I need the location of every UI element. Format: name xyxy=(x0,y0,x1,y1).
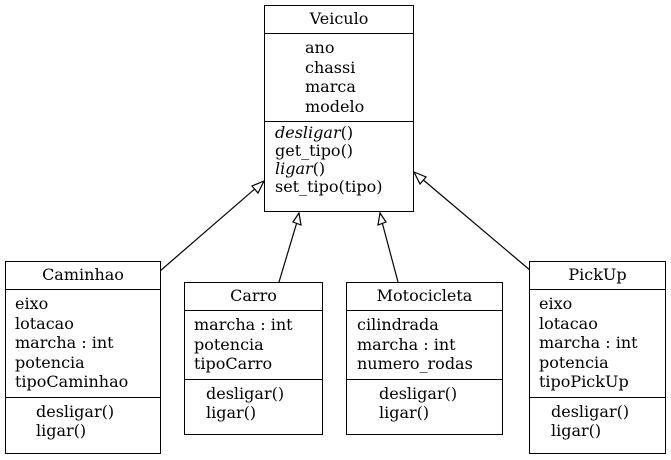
method: ligar() xyxy=(206,403,257,422)
attribute: tipoCaminhao xyxy=(15,372,129,391)
method-name: desligar xyxy=(275,123,341,142)
method: desligar() xyxy=(36,401,115,421)
method: ligar() xyxy=(36,421,87,440)
edge-pickup-veiculo xyxy=(420,177,532,272)
method: desligar() xyxy=(551,401,630,421)
methods-section: desligar() get_tipo() ligar() set_tipo(t… xyxy=(265,121,413,201)
class-veiculo[interactable]: Veiculo ano chassi marca modelo desligar… xyxy=(264,5,414,212)
method-name: set_tipo xyxy=(275,177,339,196)
attribute: eixo xyxy=(539,294,573,313)
attributes-section: ano chassi marca modelo xyxy=(265,34,413,121)
attribute: marcha : int xyxy=(357,334,456,354)
methods-section: desligar() ligar() xyxy=(185,378,322,428)
method-name: ligar xyxy=(275,159,313,178)
attribute: eixo xyxy=(15,294,49,313)
methods-section: desligar() ligar() xyxy=(6,396,160,446)
class-name: Motocicleta xyxy=(347,283,502,311)
method: set_tipo(tipo) xyxy=(275,178,405,196)
attribute: marcha : int xyxy=(194,315,293,334)
method: desligar() xyxy=(206,383,285,403)
method: desligar() xyxy=(275,124,405,142)
attribute: marca xyxy=(305,77,356,96)
edge-motocicleta-veiculo xyxy=(381,221,399,283)
method: ligar() xyxy=(551,421,602,440)
class-name: Caminhao xyxy=(6,262,160,290)
method: desligar() xyxy=(379,383,458,403)
attribute: marcha : int xyxy=(15,333,114,352)
attribute: potencia xyxy=(15,352,85,372)
attribute: ano xyxy=(305,38,335,57)
method-name: get_tipo xyxy=(275,141,341,160)
class-name: Carro xyxy=(185,283,322,311)
method-params: (tipo) xyxy=(338,177,383,196)
attribute: numero_rodas xyxy=(357,354,473,373)
class-name: Veiculo xyxy=(265,6,413,34)
attribute: potencia xyxy=(539,352,609,372)
arrowhead-motocicleta xyxy=(377,211,387,226)
attribute: tipoPickUp xyxy=(539,372,629,391)
method: ligar() xyxy=(379,403,430,422)
class-motocicleta[interactable]: Motocicleta cilindrada marcha : int nume… xyxy=(346,282,503,435)
attribute: potencia xyxy=(194,334,264,354)
method: get_tipo() xyxy=(275,142,405,160)
arrowhead-pickup xyxy=(412,170,427,186)
method: ligar() xyxy=(275,160,405,178)
attributes-section: cilindrada marcha : int numero_rodas xyxy=(347,311,502,379)
attribute: lotacao xyxy=(539,313,598,333)
attributes-section: eixo lotacao marcha : int potencia tipoP… xyxy=(530,290,665,397)
attribute: chassi xyxy=(305,57,356,77)
attribute: marcha : int xyxy=(539,333,638,352)
method-params: () xyxy=(340,123,354,142)
attribute: tipoCarro xyxy=(194,354,273,373)
arrowhead-caminhao xyxy=(251,179,266,195)
class-caminhao[interactable]: Caminhao eixo lotacao marcha : int poten… xyxy=(5,261,161,454)
attribute: modelo xyxy=(305,96,365,116)
arrowhead-carro xyxy=(292,211,302,226)
edge-carro-veiculo xyxy=(278,221,298,283)
methods-section: desligar() ligar() xyxy=(530,396,665,446)
attributes-section: eixo lotacao marcha : int potencia tipoC… xyxy=(6,290,160,397)
class-carro[interactable]: Carro marcha : int potencia tipoCarro de… xyxy=(184,282,323,435)
attribute: cilindrada xyxy=(357,315,439,334)
class-name: PickUp xyxy=(530,262,665,290)
attribute: lotacao xyxy=(15,313,74,333)
class-pickup[interactable]: PickUp eixo lotacao marcha : int potenci… xyxy=(529,261,666,454)
methods-section: desligar() ligar() xyxy=(347,378,502,428)
edge-caminhao-veiculo xyxy=(159,186,258,272)
method-params: () xyxy=(312,159,326,178)
method-params: () xyxy=(340,141,354,160)
attributes-section: marcha : int potencia tipoCarro xyxy=(185,311,322,379)
